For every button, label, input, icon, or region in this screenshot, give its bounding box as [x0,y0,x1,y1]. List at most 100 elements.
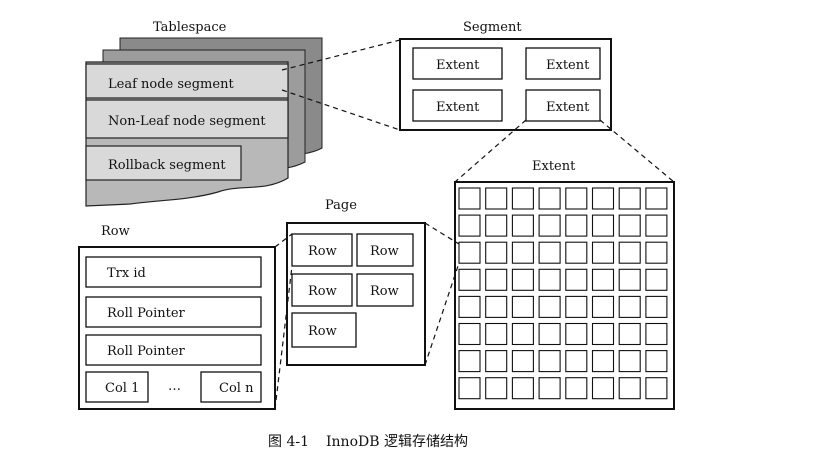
page-row-5 [291,312,357,348]
extent-page-cell [538,295,561,318]
connector-segment-extent-right [599,119,675,183]
connector-row-page-top [274,233,293,248]
extent-page-cell [485,214,508,237]
segment-extent-3 [412,89,503,122]
extent-page-cell [618,377,641,400]
row-field-label-roll-pointer-2: Roll Pointer [107,344,186,359]
page-row-2 [356,233,414,267]
extent-page-cell [618,295,641,318]
page-row-label-4: Row [370,284,399,299]
extent-page-cell [618,350,641,373]
extent-page-cell [485,187,508,210]
extent-page-cell [458,214,481,237]
row-field-col-n [200,371,262,403]
extent-page-cell [458,268,481,291]
non-leaf-node-segment-label: Non-Leaf node segment [108,114,266,129]
page-row-1 [291,233,353,267]
tablespace-stack [85,37,323,207]
extent-page-cell [511,268,534,291]
extent-page-cell [565,295,588,318]
extent-page-cell [458,350,481,373]
extent-page-cell [538,377,561,400]
figure-caption-text: InnoDB 逻辑存储结构 [326,434,468,450]
extent-page-cell [565,214,588,237]
row-field-roll-pointer-2 [85,334,262,366]
extent-page-cell [565,268,588,291]
extent-page-cell [591,214,615,237]
extent-page-cell [538,322,561,346]
extent-page-cell [511,241,534,264]
extent-page-cell [591,295,615,318]
extent-page-cell [458,187,481,210]
extent-page-cell [458,241,481,264]
extent-page-cell [485,322,508,346]
row-field-ellipsis: … [168,379,181,394]
connector-page-extent-bottom [424,262,460,366]
connector-tablespace-segment-top [281,39,401,71]
extent-page-cell [511,295,534,318]
connector-tablespace-segment-bottom [281,89,401,131]
tablespace-title: Tablespace [153,20,227,35]
segment-extent-label-3: Extent [436,100,480,115]
leaf-node-segment-label: Leaf node segment [108,77,234,92]
extent-page-cell [485,377,508,400]
extent-page-cell [511,377,534,400]
extent-page-cell [645,322,668,346]
extent-page-cell [511,350,534,373]
segment-extent-label-4: Extent [546,100,590,115]
extent-page-cell [645,187,668,210]
extent-page-cell [538,268,561,291]
extent-page-cell [511,214,534,237]
extent-page-cell [538,187,561,210]
extent-page-cell [645,295,668,318]
extent-page-cell [565,241,588,264]
figure-caption-number: 图 4-1 [268,434,309,450]
page-row-4 [356,273,414,307]
extent-page-cell [511,187,534,210]
leaf-node-segment-band [85,63,289,99]
extent-page-cell [458,322,481,346]
page-row-label-3: Row [308,284,337,299]
row-field-roll-pointer-1 [85,296,262,328]
non-leaf-node-segment-band [85,99,289,139]
row-title: Row [101,224,130,239]
extent-page-cell [618,214,641,237]
extent-page-cell [591,350,615,373]
segment-extent-1 [412,47,503,80]
extent-page-cell [485,241,508,264]
extent-page-cell [485,268,508,291]
extent-page-cell [565,322,588,346]
page-row-label-1: Row [308,244,337,259]
extent-page-cell [645,214,668,237]
extent-page-grid [458,187,668,400]
extent-page-cell [511,322,534,346]
extent-page-cell [565,350,588,373]
page-row-label-2: Row [370,244,399,259]
row-field-label-col-1: Col 1 [105,381,139,396]
segment-title: Segment [463,20,522,35]
extent-page-cell [591,268,615,291]
extent-page-cell [458,295,481,318]
rollback-segment-label: Rollback segment [108,158,226,173]
segment-extent-2 [525,47,601,80]
extent-page-cell [565,187,588,210]
row-field-label-col-n: Col n [219,381,254,396]
extent-page-cell [618,322,641,346]
extent-title: Extent [532,159,576,174]
row-field-trx-id [85,256,262,288]
connector-segment-extent-left [454,119,527,183]
extent-page-cell [645,241,668,264]
page-title: Page [325,198,357,213]
connector-row-page-bottom [274,265,293,410]
row-field-col-1 [85,371,149,403]
page-row-3 [291,273,353,307]
extent-page-cell [618,268,641,291]
connector-page-extent-top [424,222,460,245]
rollback-segment-band [85,145,242,181]
extent-page-cell [618,241,641,264]
extent-page-cell [591,377,615,400]
extent-page-cell [565,377,588,400]
row-field-label-trx-id: Trx id [107,266,146,281]
row-field-label-roll-pointer-1: Roll Pointer [107,306,186,321]
